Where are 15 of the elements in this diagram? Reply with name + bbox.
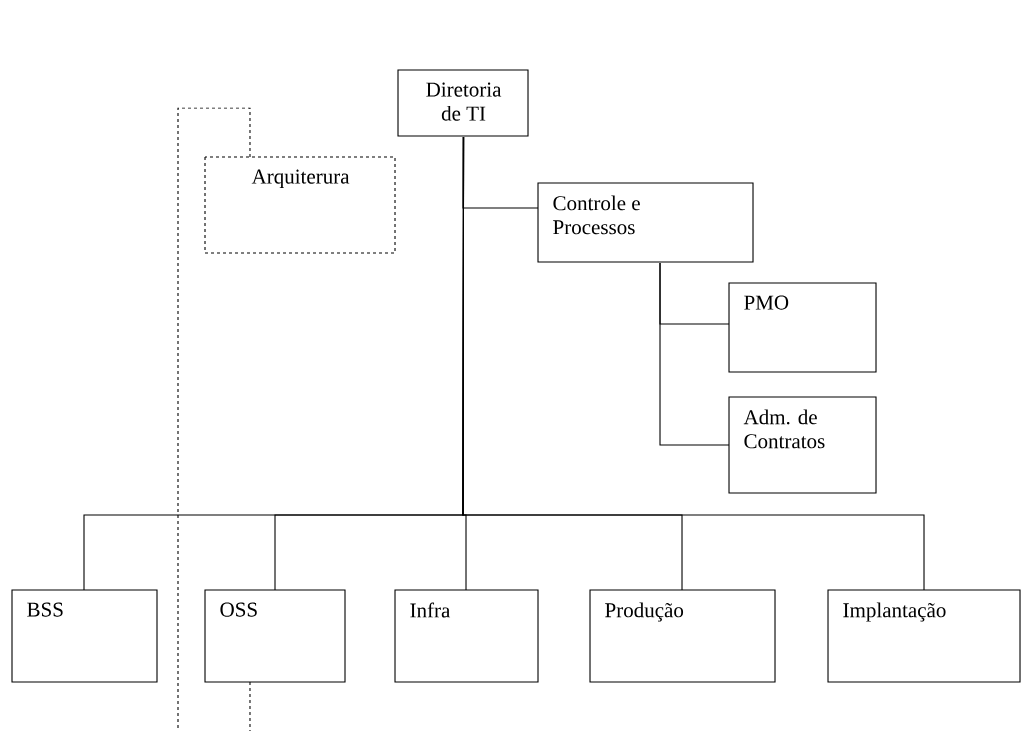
- connector-line: [462, 136, 539, 209]
- org-box: Adm. de Contratos: [728, 396, 877, 494]
- org-box: BSS: [11, 589, 158, 683]
- org-box: Arquiterura: [204, 156, 396, 254]
- org-box: PMO: [728, 282, 877, 373]
- org-box: OSS: [204, 589, 346, 683]
- org-box: Produção: [589, 589, 776, 683]
- org-box: Infra: [394, 589, 539, 683]
- dashed-line: [249, 681, 251, 731]
- dashed-line: [177, 107, 251, 731]
- connector-line: [659, 262, 730, 446]
- connector-line: [462, 136, 925, 591]
- org-box: Diretoria de TI: [397, 69, 529, 137]
- org-box: Implantação: [827, 589, 1021, 683]
- org-box: Controle e Processos: [537, 182, 754, 263]
